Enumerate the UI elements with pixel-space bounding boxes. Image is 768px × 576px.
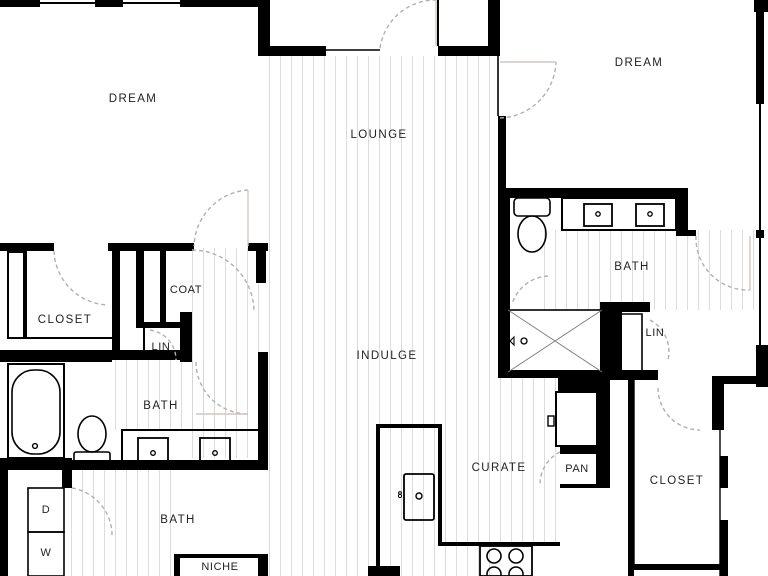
appliance-label-dryer: D bbox=[41, 504, 51, 516]
room-label-bath-lower: BATH bbox=[160, 514, 196, 526]
door-leaves bbox=[196, 0, 751, 415]
room-label-pantry: PAN bbox=[565, 463, 589, 475]
room-label-dream-left: DREAM bbox=[108, 93, 158, 105]
door-swings bbox=[53, 0, 751, 537]
room-label-coat: COAT bbox=[169, 284, 203, 296]
room-label-closet-left: CLOSET bbox=[37, 314, 93, 326]
room-label-bath-right: BATH bbox=[614, 261, 650, 273]
room-label-niche: NICHE bbox=[201, 561, 239, 573]
wood-flooring bbox=[64, 56, 755, 576]
room-label-curate: CURATE bbox=[471, 462, 527, 474]
fixtures bbox=[7, 0, 761, 576]
appliance-label-washer: W bbox=[40, 547, 52, 559]
room-label-dream-right: DREAM bbox=[614, 57, 664, 69]
room-label-indulge: INDULGE bbox=[356, 350, 418, 362]
room-label-lounge: LOUNGE bbox=[350, 129, 408, 141]
room-label-closet-right: CLOSET bbox=[649, 475, 705, 487]
room-label-lin-left: LIN bbox=[151, 341, 171, 353]
room-label-lin-right: LIN bbox=[645, 327, 665, 339]
room-label-bath-left: BATH bbox=[143, 400, 179, 412]
